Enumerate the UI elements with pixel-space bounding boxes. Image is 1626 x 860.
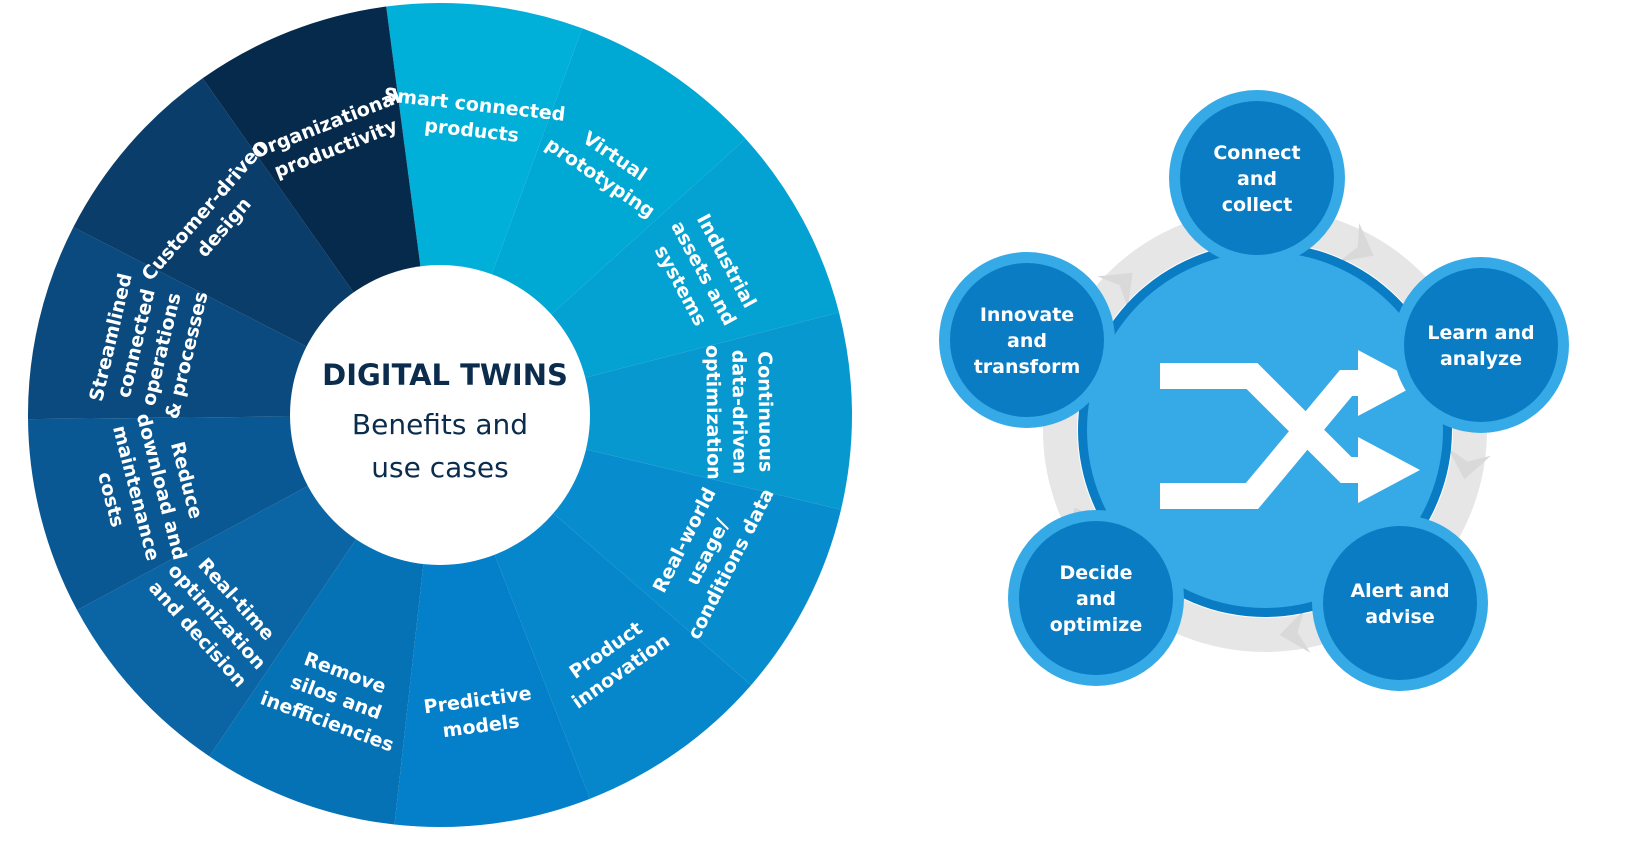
cycle-node-label: Learn and xyxy=(1427,322,1534,344)
cycle-ring-arrowhead xyxy=(1338,223,1374,262)
wheel-subtitle-line-1: Benefits and xyxy=(352,408,528,441)
cycle-node-disc xyxy=(1323,526,1477,680)
shuffle-icon xyxy=(1160,350,1420,509)
cycle-node-connect-and-collect: Connect and collect xyxy=(1169,90,1345,266)
wheel-label-line: data-driven xyxy=(727,350,750,475)
cycle-ring-arrowhead xyxy=(1279,609,1311,653)
cycle-node-innovate-and-transform: Innovate and transform xyxy=(939,252,1115,428)
wheel-label-line: optimization xyxy=(701,345,724,480)
wheel-subtitle-line-2: use cases xyxy=(371,451,508,484)
wheel-title: DIGITAL TWINS xyxy=(322,358,568,392)
cycle-ring-arrowhead xyxy=(1097,272,1133,309)
cycle-node-decide-and-optimize: Decide and optimize xyxy=(1008,510,1184,686)
cycle-node-label: collect xyxy=(1222,194,1293,216)
wheel-segment-continuous xyxy=(440,312,852,510)
cycle-node-disc xyxy=(1180,101,1334,255)
cycle-node-label: analyze xyxy=(1440,348,1522,370)
cycle-node-disc xyxy=(1404,268,1558,422)
cycle-node-learn-and-analyze: Learn and analyze xyxy=(1393,257,1569,433)
cycle-node-label: Innovate xyxy=(980,304,1074,326)
cycle-node-label: optimize xyxy=(1050,614,1143,636)
cycle-node-alert-and-advise: Alert and advise xyxy=(1312,515,1488,691)
cycle-node-label: and xyxy=(1007,330,1047,352)
cycle-ring-arrowhead xyxy=(1447,447,1491,480)
cycle-node-label: Alert and xyxy=(1350,580,1449,602)
cycle-node-label: and xyxy=(1237,168,1277,190)
cycle-node-label: advise xyxy=(1365,606,1435,628)
cycle-node-label: transform xyxy=(974,356,1081,378)
wheel-label-line: Continuous xyxy=(753,351,776,472)
cycle-hub xyxy=(1087,252,1443,608)
cycle-node-disc xyxy=(950,263,1104,417)
cycle-node-label: and xyxy=(1076,588,1116,610)
cycle-node-label: Decide xyxy=(1060,562,1133,584)
cycle-node-label: Connect xyxy=(1213,142,1300,164)
cycle-node-disc xyxy=(1019,521,1173,675)
wheel-center-disc xyxy=(290,265,590,565)
